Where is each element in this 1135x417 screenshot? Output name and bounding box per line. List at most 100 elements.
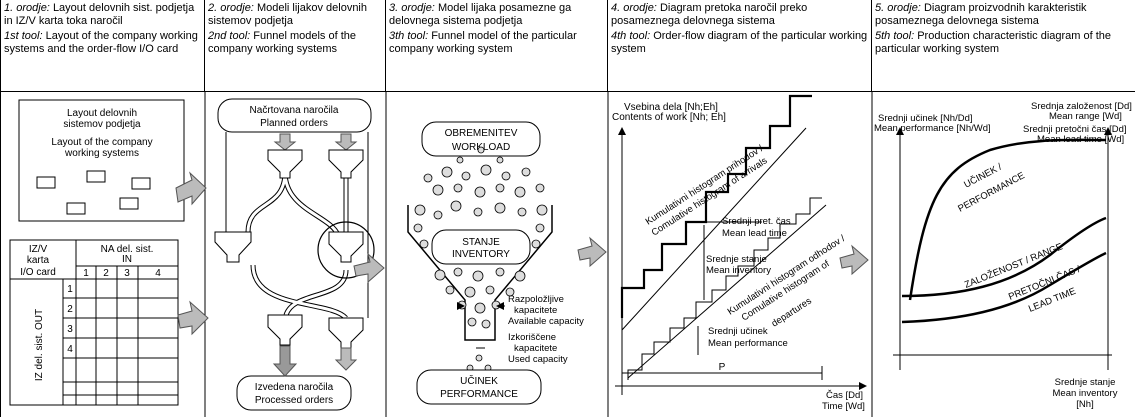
layout-en-line1: Layout of the company: [51, 137, 152, 148]
layout-si-line2: sistemov podjetja: [63, 119, 141, 130]
order-ball: [474, 186, 486, 198]
order-ball: [423, 173, 433, 183]
order-ball: [475, 354, 483, 362]
column-dividers: [0, 92, 873, 417]
inv-si: Srednje stanje: [706, 254, 767, 265]
io-card-table: [9, 239, 179, 406]
order-ball: [481, 319, 491, 329]
layout-si-line1: Layout delovnih: [67, 108, 137, 119]
output-arrow: [272, 345, 298, 377]
panel-1: Layout delovnih sistemov podjetja Layout…: [9, 99, 209, 406]
arrow-to-panel-5: [839, 244, 869, 276]
input-arrow-2: [334, 133, 358, 151]
processed-en: Processed orders: [255, 395, 333, 406]
performance-box: [416, 369, 542, 405]
p5-x-2: Mean inventory: [1053, 388, 1118, 399]
io-label-2: karta: [27, 255, 50, 266]
order-ball: [461, 171, 471, 181]
workload-si: OBREMENITEV: [445, 128, 518, 139]
inventory-box: [431, 229, 531, 265]
header-tool-3: 3. orodje: Model lijaka posamezne ga del…: [386, 0, 608, 92]
tool-5-en-label: 5th tool:: [875, 30, 915, 42]
planned-en: Planned orders: [260, 118, 328, 129]
p5-perf-si: Srednji učinek [Nh/Dd]: [878, 113, 973, 124]
lead-en: Mean lead time: [722, 228, 787, 239]
order-ball: [495, 267, 505, 277]
header-tool-1: 1. orodje: Layout delovnih sist. podjetj…: [0, 0, 205, 92]
order-ball: [521, 167, 531, 177]
highlight-circle: [317, 221, 375, 279]
col-4: 4: [155, 268, 161, 279]
layout-en-line2: working systems: [64, 148, 139, 159]
order-ball: [491, 300, 501, 310]
order-ball: [494, 202, 506, 214]
perf-en: Mean performance: [708, 338, 788, 349]
used-3: Used capacity: [508, 354, 568, 365]
x-en: Time [Wd]: [822, 401, 865, 412]
p5-x-1: Srednje stanje: [1055, 377, 1116, 388]
arrow-to-panel-3: [353, 252, 385, 284]
tool-2-en-title: Funnel models of the company working sys…: [208, 30, 356, 55]
order-ball: [531, 239, 541, 249]
used-1: Izkoriščene: [508, 332, 556, 343]
order-ball: [414, 204, 426, 216]
order-balls: [413, 146, 548, 372]
tool-5-en-title: Production characteristic diagram of the…: [875, 30, 1112, 55]
order-ball: [453, 267, 463, 277]
in-label-2: IN: [122, 254, 132, 265]
layout-box: [18, 99, 185, 222]
p5-lt-si: Srednji pretočni čas [Dd]: [1023, 124, 1127, 135]
col-1: 1: [83, 268, 89, 279]
avail-3: Available capacity: [508, 316, 584, 327]
order-ball: [457, 300, 467, 310]
tool-3-en-label: 3th tool:: [389, 30, 429, 42]
panel-5: Srednji učinek [Nh/Dd] Mean performance …: [874, 101, 1132, 410]
p5-perf-en: Mean performance [Nh/Wd]: [874, 123, 991, 134]
p4-ylabel-si: Vsebina dela [Nh;Eh]: [624, 102, 718, 113]
order-ball: [536, 204, 548, 216]
tool-3-si-title: Model lijaka posamezne ga delovnega sist…: [389, 2, 572, 27]
tool-4-en-label: 4th tool:: [611, 30, 651, 42]
order-ball: [480, 164, 492, 176]
x-si: Čas [Dd]: [826, 390, 863, 401]
tool-5-si-title: Diagram proizvodnih karakteristik posame…: [875, 2, 1087, 27]
out-label: IZ del. sist. OUT: [34, 309, 45, 381]
row-2: 2: [67, 304, 73, 315]
header-tool-2: 2. orodje: Modeli lijakov delovnih siste…: [205, 0, 386, 92]
lead-time-curve: [901, 251, 1107, 324]
io-label-1: IZ/V: [29, 244, 48, 255]
order-ball: [477, 146, 485, 154]
avail-2: kapacitete: [514, 305, 557, 316]
order-ball: [473, 207, 483, 217]
in-label-1: NA del. sist.: [101, 244, 154, 255]
io-label-3: I/O card: [20, 267, 56, 278]
processed-orders-box: [236, 375, 352, 411]
arrivals-trend: [621, 127, 807, 331]
tool-5-si-label: 5. orodje:: [875, 2, 921, 14]
order-ball: [474, 302, 486, 314]
header-tool-4: 4. orodje: Diagram pretoka naročil preko…: [608, 0, 872, 92]
tool-1-si-label: 1. orodje:: [4, 2, 50, 14]
planned-si: Načrtovana naročila: [250, 105, 339, 116]
avail-1: Razpoložljive: [508, 294, 564, 305]
p5-range-si: Srednja založenost [Dd]: [1031, 101, 1132, 112]
order-ball: [453, 183, 463, 193]
p5-range-en: Mean range [Wd]: [1049, 111, 1122, 122]
row-4: 4: [67, 344, 73, 355]
tool-3-en-title: Funnel model of the particular company w…: [389, 30, 577, 55]
tool-2-en-label: 2nd tool:: [208, 30, 251, 42]
order-ball: [514, 270, 526, 282]
order-ball: [441, 166, 453, 178]
departures-histogram: [627, 197, 822, 380]
big-funnel: [407, 205, 553, 341]
performance-curve: [908, 138, 1107, 301]
p4-ylabel-en: Contents of work [Nh; Eh]: [612, 112, 726, 123]
panel-2: Načrtovana naročila Planned orders Izved…: [214, 98, 385, 411]
arr-si: Kumulativni histogram prihodov /: [644, 143, 766, 227]
col-3: 3: [124, 268, 130, 279]
order-ball: [501, 171, 511, 181]
tool-1-en-title: Layout of the company working systems an…: [4, 30, 198, 55]
p-label: P: [719, 362, 726, 373]
inv-en: Mean inventory: [706, 265, 771, 276]
range-curve: [901, 216, 1107, 298]
